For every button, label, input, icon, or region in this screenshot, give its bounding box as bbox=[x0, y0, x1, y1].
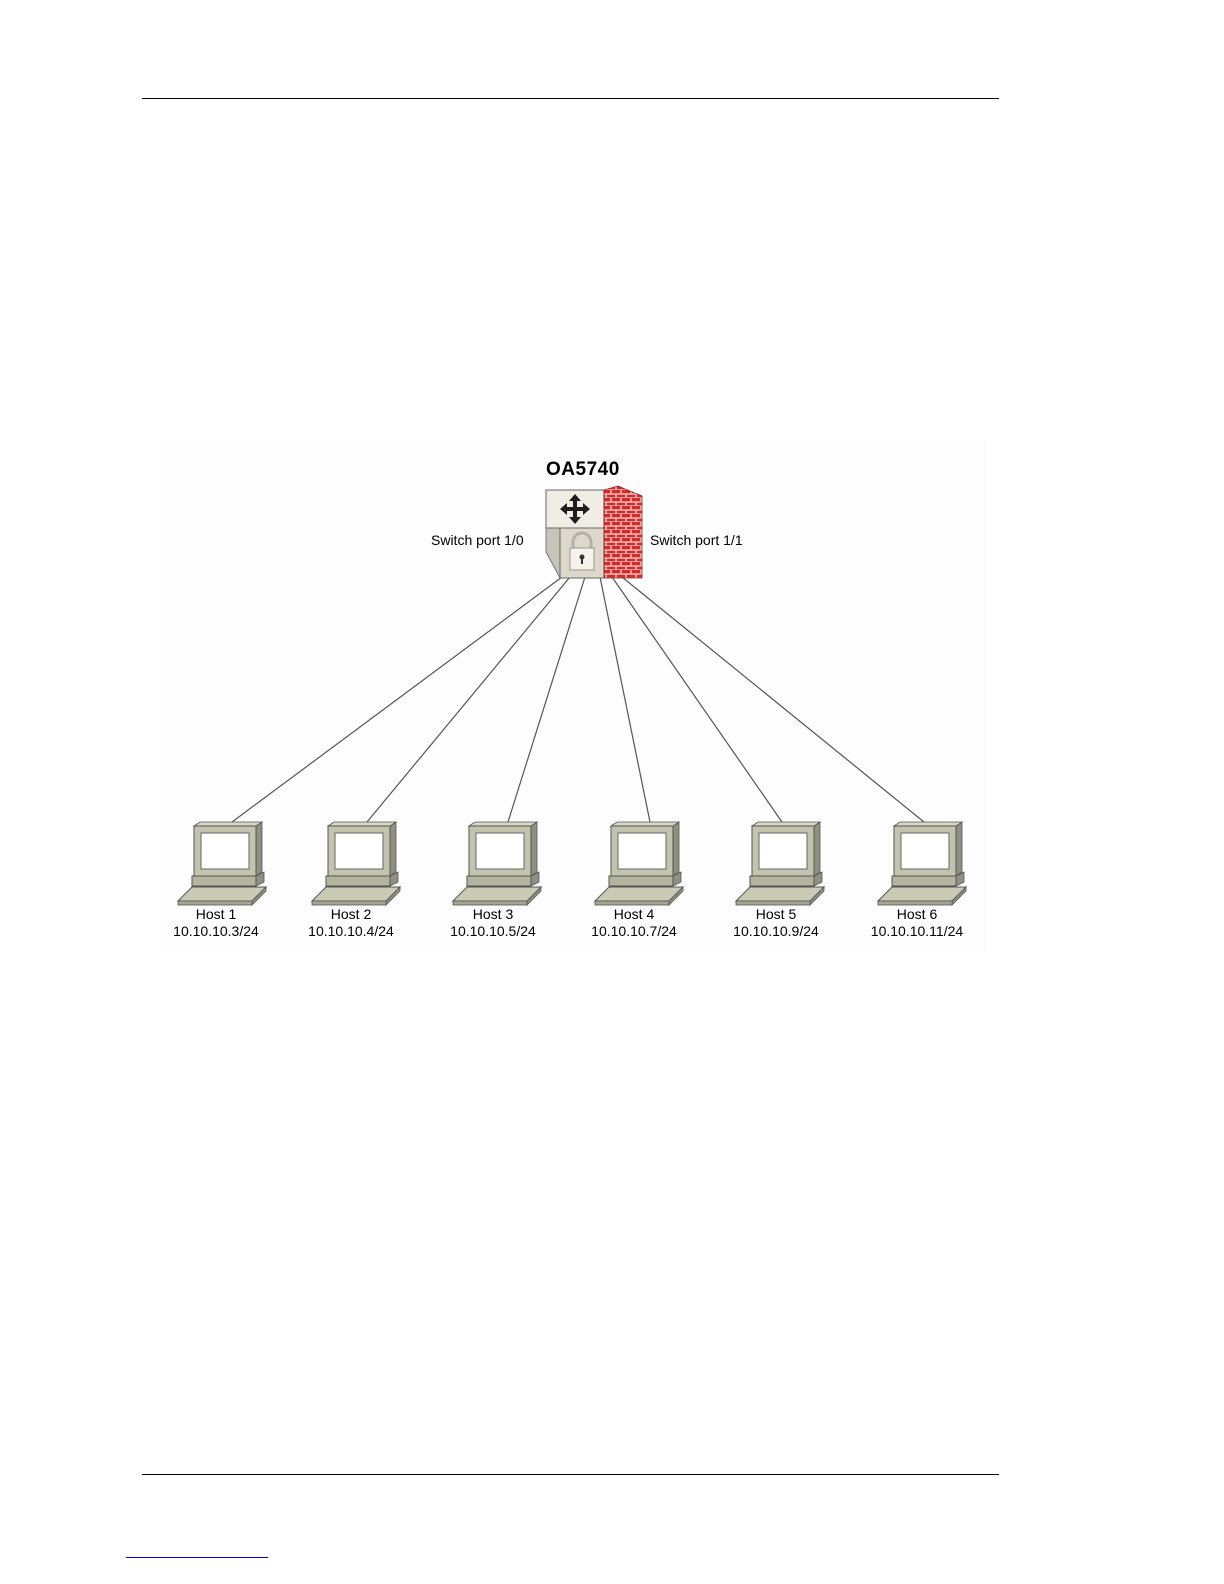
link-host-4 bbox=[600, 577, 650, 822]
host-ip: 10.10.10.9/24 bbox=[716, 923, 836, 940]
link-host-6 bbox=[622, 577, 924, 822]
computer-icon bbox=[595, 822, 683, 905]
link-host-3 bbox=[508, 577, 585, 822]
footer-link-underline bbox=[126, 1557, 268, 1558]
host-ip: 10.10.10.11/24 bbox=[857, 923, 977, 940]
port-label-right: Switch port 1/1 bbox=[650, 532, 743, 548]
host-label: Host 6 10.10.10.11/24 bbox=[857, 906, 977, 940]
host-name: Host 6 bbox=[857, 906, 977, 923]
host-label: Host 1 10.10.10.3/24 bbox=[156, 906, 276, 940]
computer-icon bbox=[453, 822, 541, 905]
host-ip: 10.10.10.5/24 bbox=[433, 923, 553, 940]
host-ip: 10.10.10.3/24 bbox=[156, 923, 276, 940]
host-name: Host 2 bbox=[291, 906, 411, 923]
computer-icon bbox=[178, 822, 266, 905]
footer-rule bbox=[142, 1474, 999, 1475]
computer-icon bbox=[736, 822, 824, 905]
host-label: Host 5 10.10.10.9/24 bbox=[716, 906, 836, 940]
diagram-canvas bbox=[160, 440, 986, 952]
host-computers bbox=[178, 822, 966, 905]
header-rule bbox=[142, 98, 999, 99]
network-diagram: OA5740 Switch port 1/0 Switch port 1/1 H… bbox=[160, 440, 986, 952]
host-label: Host 4 10.10.10.7/24 bbox=[574, 906, 694, 940]
host-label: Host 2 10.10.10.4/24 bbox=[291, 906, 411, 940]
link-host-5 bbox=[612, 577, 782, 822]
host-name: Host 5 bbox=[716, 906, 836, 923]
computer-icon bbox=[878, 822, 966, 905]
host-name: Host 4 bbox=[574, 906, 694, 923]
device-name: OA5740 bbox=[546, 459, 620, 481]
host-label: Host 3 10.10.10.5/24 bbox=[433, 906, 553, 940]
host-name: Host 1 bbox=[156, 906, 276, 923]
host-ip: 10.10.10.4/24 bbox=[291, 923, 411, 940]
computer-icon bbox=[312, 822, 400, 905]
host-ip: 10.10.10.7/24 bbox=[574, 923, 694, 940]
host-name: Host 3 bbox=[433, 906, 553, 923]
switch-firewall-icon bbox=[546, 486, 642, 578]
port-label-left: Switch port 1/0 bbox=[431, 532, 524, 548]
link-lines bbox=[232, 577, 924, 822]
